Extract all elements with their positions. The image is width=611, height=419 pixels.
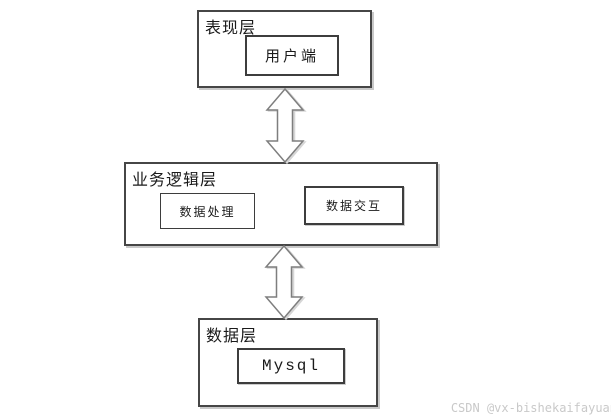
node-data-interaction-label: 数据交互: [325, 199, 382, 213]
node-client: 用户端: [245, 35, 339, 76]
layer-data: 数据层 Mysql: [198, 318, 378, 407]
layer-data-label: 数据层: [206, 328, 258, 345]
node-data-interaction: 数据交互: [304, 186, 404, 225]
layer-presentation: 表现层 用户端: [197, 10, 372, 88]
node-data-processing-label: 数据处理: [179, 204, 236, 219]
csdn-watermark: CSDN @vx-bishekaifayuan: [450, 401, 611, 415]
node-data-processing: 数据处理: [160, 193, 255, 229]
layer-business-logic-label: 业务逻辑层: [132, 172, 218, 189]
double-arrow-business-data: [264, 244, 304, 320]
node-mysql-label: Mysql: [261, 357, 320, 375]
layer-presentation-label: 表现层: [205, 20, 257, 37]
double-arrow-presentation-business: [265, 87, 305, 164]
node-client-label: 用户端: [264, 49, 319, 65]
layer-business-logic: 业务逻辑层 数据处理 数据交互: [124, 162, 438, 246]
node-mysql: Mysql: [237, 348, 345, 384]
